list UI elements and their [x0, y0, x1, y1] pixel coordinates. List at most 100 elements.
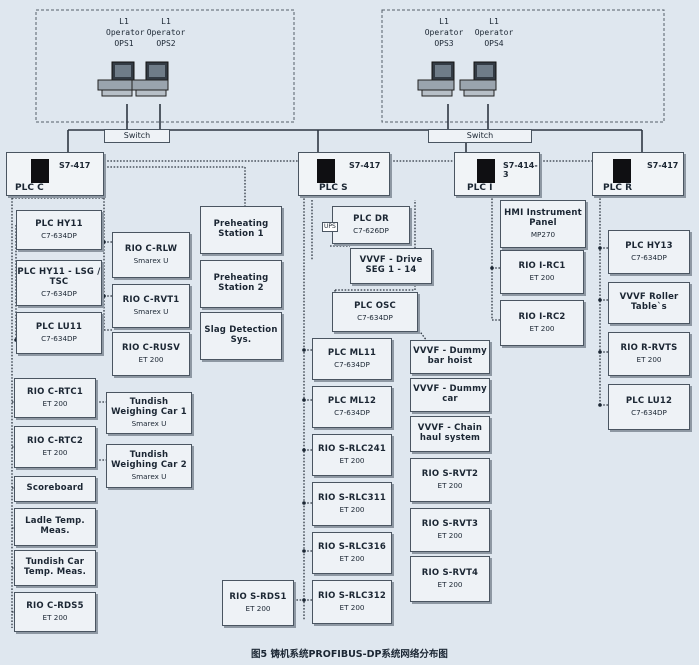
plc-name: PLC R [603, 183, 632, 193]
node-subtitle: Smarex U [131, 471, 167, 481]
plc-name: PLC I [467, 183, 493, 193]
plc-name: PLC S [319, 183, 348, 193]
node-subtitle: C7-634DP [334, 359, 370, 369]
operator-l1: L1 [489, 17, 499, 26]
operator-role: Operator [424, 28, 464, 37]
junction-dots [14, 240, 602, 602]
node-title: RIO C-RLW [124, 243, 178, 254]
node-title: RIO I-RC1 [518, 260, 566, 271]
profibus-lines [11, 160, 608, 628]
node-title: VVVF - Dummy car [413, 384, 487, 404]
workstation-icon-2 [131, 61, 169, 97]
workstation-icon-4 [459, 61, 497, 97]
operator-role: Operator [106, 28, 145, 37]
operator-name: OPS3 [434, 39, 454, 48]
node-title: PLC OSC [354, 300, 396, 311]
node-subtitle: ET 200 [636, 354, 662, 364]
node-title: Slag Detection Sys. [204, 325, 278, 345]
node-title: VVVF - Drive SEG 1 - 14 [359, 255, 423, 275]
operator-l1: L1 [161, 17, 171, 26]
node-title: PLC ML12 [327, 395, 377, 406]
node-title: PLC LU12 [625, 395, 673, 406]
node-ladle-temp: Ladle Temp. Meas. [14, 508, 96, 546]
node-title: PLC HY13 [625, 240, 673, 251]
node-title: RIO C-RVT1 [122, 294, 180, 305]
operator-role: Operator [474, 28, 514, 37]
node-subtitle: C7-634DP [41, 288, 77, 298]
node-title: RIO S-RLC311 [318, 492, 386, 503]
operator-name: OPS4 [484, 39, 504, 48]
plc-model: S7-414-3 [503, 161, 538, 179]
node-vvvf-roller-tables: VVVF Roller Table`s [608, 282, 690, 324]
node-scoreboard: Scoreboard [14, 476, 96, 502]
node-vvvf-chain-haul: VVVF - Chain haul system [410, 416, 490, 452]
node-title: HMI Instrument Panel [504, 208, 582, 228]
node-title: Preheating Station 2 [213, 273, 269, 293]
node-preheating-1: Preheating Station 1 [200, 206, 282, 254]
plc-i: S7-414-3 PLC I [454, 152, 540, 196]
node-subtitle: ET 200 [339, 553, 365, 563]
node-vvvf-dummy-hoist: VVVF - Dummy bar hoist [410, 340, 490, 374]
node-subtitle: Smarex U [133, 255, 169, 265]
operator-role: Operator [146, 28, 186, 37]
node-title: VVVF Roller Table`s [619, 292, 679, 312]
node-title: RIO C-RTC2 [27, 435, 83, 446]
plc-c: S7-417 PLC C [6, 152, 104, 196]
node-title: PLC LU11 [35, 321, 83, 332]
node-subtitle: C7-634DP [631, 407, 667, 417]
node-subtitle: ET 200 [437, 579, 463, 589]
node-title: Ladle Temp. Meas. [25, 516, 85, 536]
switch-left: Switch [104, 129, 170, 143]
node-title: RIO C-RTC1 [27, 386, 83, 397]
plc-s: S7-417 PLC S [298, 152, 390, 196]
operator-label-ops3: L1 Operator OPS3 [424, 16, 464, 49]
operator-label-ops4: L1 Operator OPS4 [474, 16, 514, 49]
node-title: RIO S-RDS1 [229, 591, 287, 602]
node-subtitle: ET 200 [437, 480, 463, 490]
ethernet-lines [67, 104, 643, 152]
node-subtitle: ET 200 [339, 504, 365, 514]
node-subtitle: Smarex U [131, 418, 167, 428]
node-subtitle: ET 200 [245, 603, 271, 613]
node-title: PLC HY11 [35, 218, 83, 229]
node-title: VVVF - Chain haul system [417, 423, 483, 443]
node-subtitle: ET 200 [42, 447, 68, 457]
node-subtitle: ET 200 [42, 612, 68, 622]
node-title: PLC DR [353, 213, 389, 224]
node-subtitle: MP270 [530, 229, 556, 239]
operator-group-right [381, 9, 665, 123]
node-subtitle: C7-634DP [41, 230, 77, 240]
operator-l1: L1 [439, 17, 449, 26]
workstation-icon-3 [417, 61, 455, 97]
node-subtitle: ET 200 [42, 398, 68, 408]
switch-right: Switch [428, 129, 532, 143]
node-subtitle: C7-634DP [41, 333, 77, 343]
plc-model: S7-417 [59, 161, 91, 170]
node-subtitle: ET 200 [437, 530, 463, 540]
node-title: RIO R-RVTS [620, 342, 678, 353]
node-subtitle: C7-634DP [631, 252, 667, 262]
operator-l1: L1 [119, 17, 129, 26]
node-title: RIO S-RLC241 [318, 443, 386, 454]
plc-model: S7-417 [647, 161, 679, 170]
